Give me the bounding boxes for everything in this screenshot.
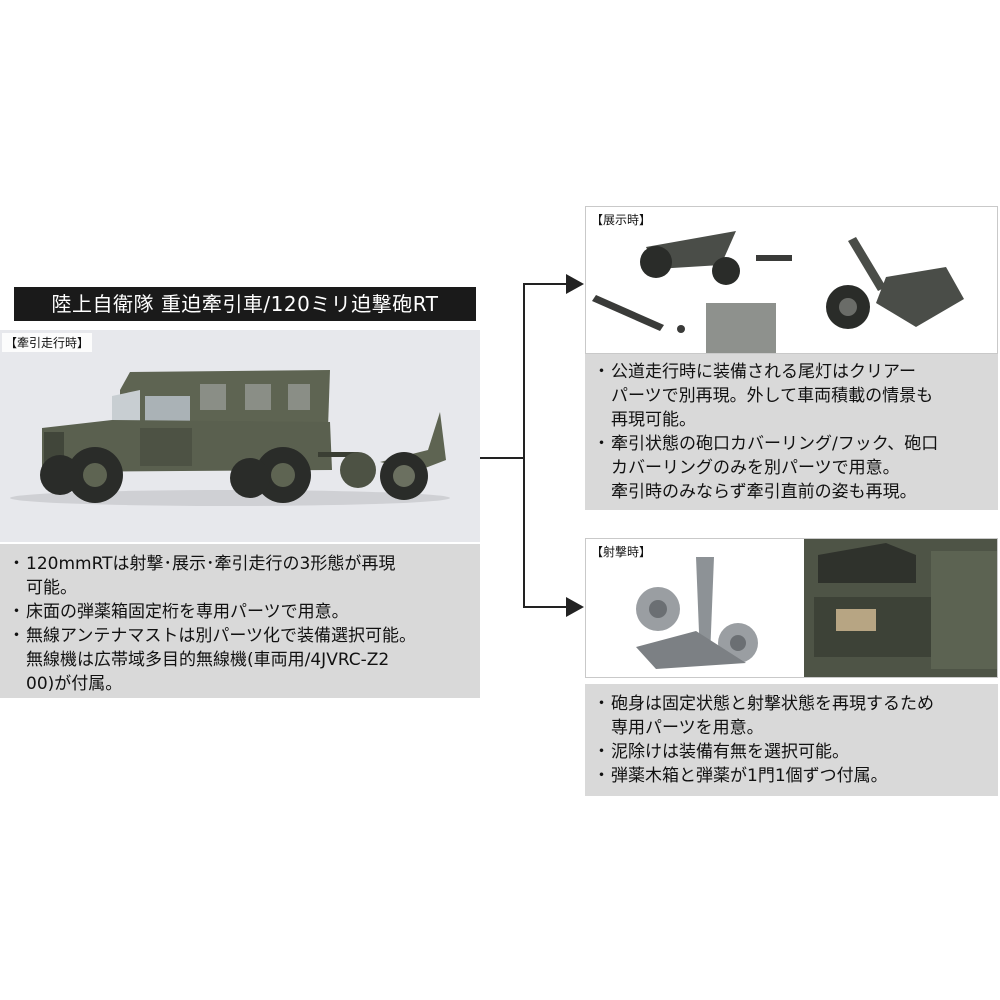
product-title: 陸上自衛隊 重迫牽引車/120ミリ迫撃砲RT — [14, 287, 476, 321]
display-parts-illustration — [592, 231, 964, 353]
display-tag: 【展示時】 — [588, 210, 655, 229]
display-notes: 公道走行時に装備される尾灯はクリアー パーツで別再現。外して車両積載の情景も 再… — [585, 354, 998, 510]
firing-photo: 【射撃時】 — [585, 538, 998, 678]
towing-note: 無線アンテナマストは別パーツ化で装備選択可能。 無線機は広帯域多目的無線機(車両… — [8, 624, 470, 696]
firing-illustration — [636, 539, 997, 677]
display-note: 公道走行時に装備される尾灯はクリアー パーツで別再現。外して車両積載の情景も 再… — [593, 360, 988, 432]
firing-note: 弾薬木箱と弾薬が1門1個ずつ付属。 — [593, 764, 988, 788]
display-note: 牽引状態の砲口カバーリング/フック、砲口 カバーリングのみを別パーツで用意。 牽… — [593, 432, 988, 504]
display-photo: 【展示時】 — [585, 206, 998, 354]
towing-notes: 120mmRTは射撃･展示･牽引走行の3形態が再現 可能。 床面の弾薬箱固定桁を… — [0, 544, 480, 698]
firing-note: 泥除けは装備有無を選択可能。 — [593, 740, 988, 764]
towing-photo: 【牽引走行時】 — [0, 330, 480, 542]
firing-tag: 【射撃時】 — [588, 542, 655, 561]
towing-note: 床面の弾薬箱固定桁を専用パーツで用意。 — [8, 600, 470, 624]
towing-tag: 【牽引走行時】 — [2, 333, 93, 352]
firing-note: 砲身は固定状態と射撃状態を再現するため 専用パーツを用意。 — [593, 692, 988, 740]
firing-notes: 砲身は固定状態と射撃状態を再現するため 専用パーツを用意。 泥除けは装備有無を選… — [585, 684, 998, 796]
towing-vehicle-illustration — [10, 370, 450, 506]
towing-note: 120mmRTは射撃･展示･牽引走行の3形態が再現 可能。 — [8, 552, 470, 600]
